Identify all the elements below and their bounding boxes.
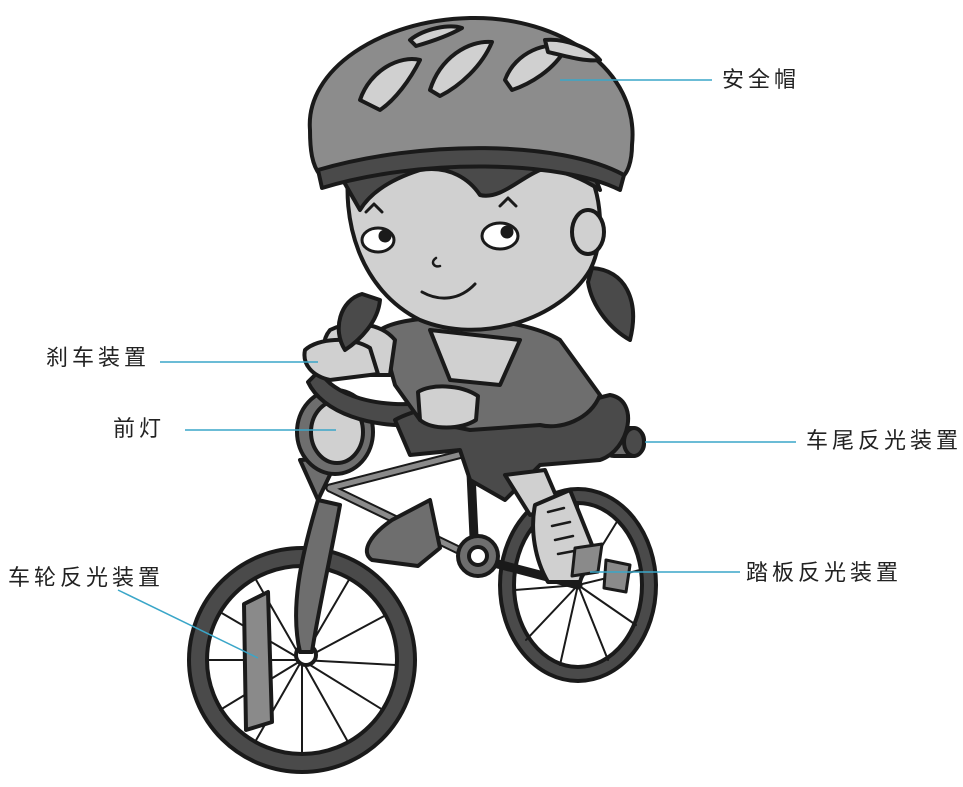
face [345, 158, 602, 332]
right-pigtail [586, 266, 636, 342]
pedal-reflector [570, 542, 604, 578]
rider [302, 15, 636, 584]
front-wheel [187, 546, 417, 774]
wheel-reflector [242, 590, 274, 732]
label-brake: 刹车装置 [46, 346, 151, 371]
pedal-reflector-rear [602, 558, 632, 594]
label-headlight: 前灯 [113, 417, 166, 442]
leader-lines [117, 79, 796, 659]
leader-wheel-reflector [117, 589, 259, 659]
eyes [360, 196, 520, 254]
label-helmet: 安全帽 [722, 68, 801, 93]
hand [416, 384, 480, 430]
label-pedal-reflector: 踏板反光装置 [746, 561, 903, 586]
mouth [420, 282, 477, 300]
left-pigtail [336, 292, 382, 352]
label-rear-reflector: 车尾反光装置 [806, 429, 963, 454]
back-shoe [364, 498, 442, 568]
helmet [307, 15, 635, 192]
label-wheel-reflector: 车轮反光装置 [8, 566, 165, 591]
front-fork [294, 498, 342, 654]
